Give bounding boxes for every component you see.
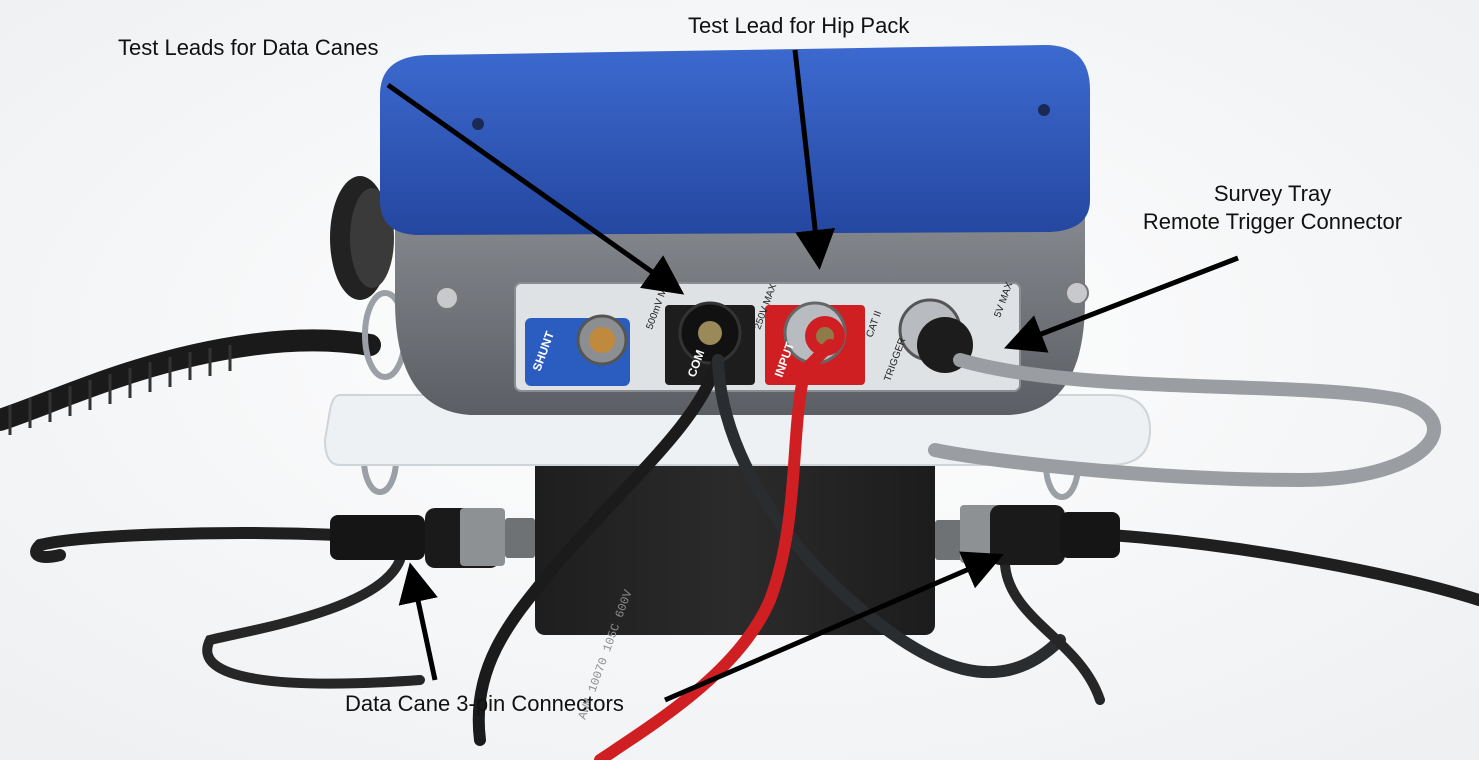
- black-test-lead-1: [472, 354, 724, 746]
- right-cane-loop: [1000, 560, 1105, 705]
- survey-tray-cable: [928, 353, 1441, 488]
- right-data-cane-connector: [935, 505, 1120, 565]
- callout-test-leads-data-canes: Test Leads for Data Canes: [118, 35, 379, 60]
- left-data-cane-connector: [330, 508, 535, 568]
- callout-survey-tray-line1: Survey Tray: [1213, 181, 1332, 206]
- screw-left: [435, 286, 459, 310]
- left-cane-loop: [202, 555, 425, 689]
- right-cane-cable: [1104, 529, 1479, 606]
- callout-survey-tray: Survey Tray Remote Trigger Connector: [1100, 180, 1445, 236]
- callout-test-lead-hip-pack: Test Lead for Hip Pack: [688, 13, 910, 38]
- screw-right: [1065, 281, 1089, 305]
- callout-data-cane-connectors: Data Cane 3-pin Connectors: [345, 691, 624, 716]
- left-cane-cable: [30, 527, 346, 563]
- coil-rings: [8, 345, 232, 435]
- callout-survey-tray-line2: Remote Trigger Connector: [1142, 209, 1403, 234]
- device-blue-housing: [380, 45, 1090, 235]
